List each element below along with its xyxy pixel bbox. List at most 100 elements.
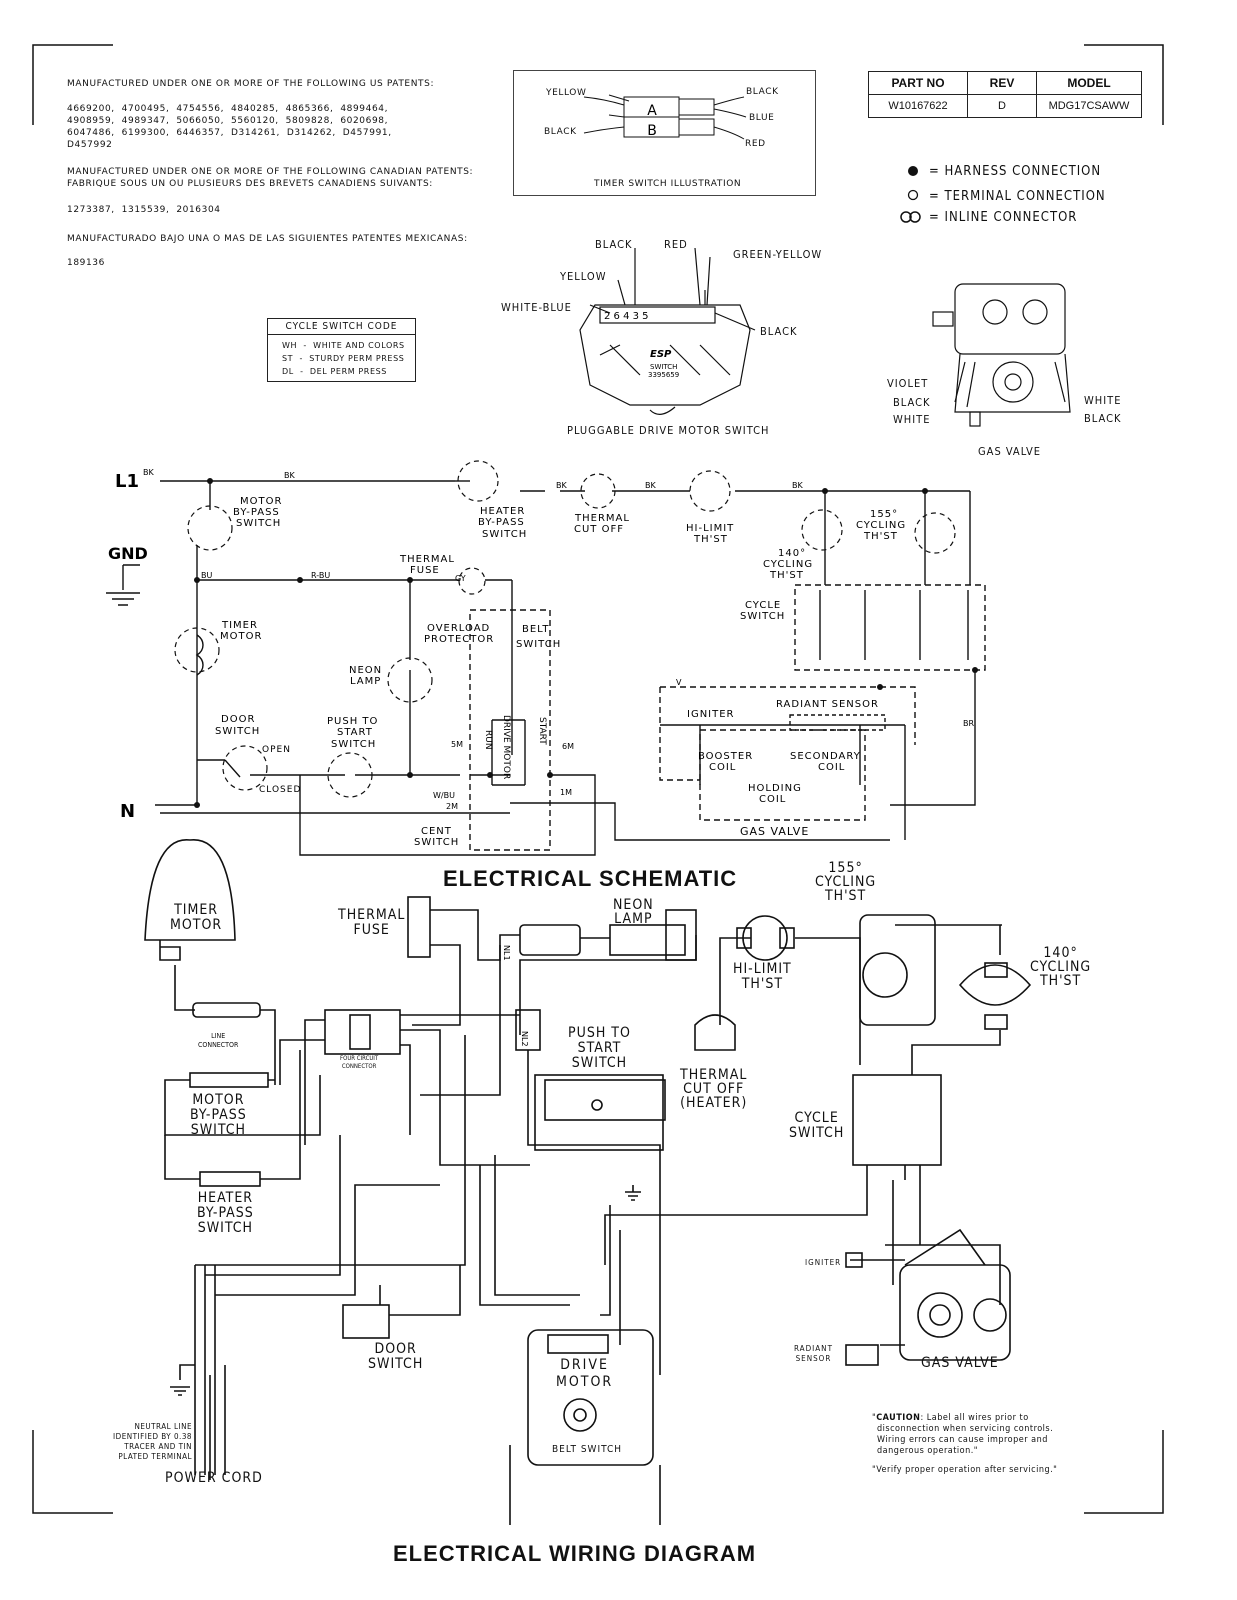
wire-bk: BK (645, 481, 656, 490)
dms-red: RED (664, 238, 688, 251)
model-value: MDG17CSAWW (1036, 94, 1142, 118)
wd-heater-bypass-3: SWITCH (197, 1220, 254, 1236)
wire-5m: 5M (451, 740, 463, 749)
timer-switch-drawing: A B (583, 94, 747, 140)
wd-neutral-line-1: NEUTRAL LINE (134, 1422, 192, 1431)
wire-2m: 2M (446, 802, 458, 811)
gv-black-right: BLACK (1084, 412, 1122, 425)
wd-four-circuit-2: CONNECTOR (341, 1063, 377, 1070)
verify-note: "Verify proper operation after servicing… (872, 1465, 1058, 1475)
timer-switch-a: A (647, 103, 657, 119)
schem-155-2: CYCLING (856, 520, 906, 531)
drive-motor-switch-illustration: ESP SWITCH 3395659 2 6 4 3 5 (579, 247, 756, 415)
gv-white-left: WHITE (893, 413, 931, 426)
wire-bu: BU (201, 571, 212, 580)
wd-neutral-line-4: PLATED TERMINAL (118, 1452, 192, 1461)
schem-push-start-3: SWITCH (331, 739, 376, 750)
schem-drive-motor: DRIVE MOTOR (501, 715, 511, 779)
wd-thermal-cutoff: THERMAL CUT OFF (HEATER) (680, 1068, 747, 1110)
inline-connector-icon (900, 211, 912, 223)
wire-bk: BK (284, 471, 295, 480)
terminal-connection-icon (907, 189, 919, 201)
wire-1m: 1M (560, 788, 572, 797)
wd-gas-valve: GAS VALVE (921, 1355, 999, 1371)
schem-heater-bypass-3: SWITCH (482, 529, 527, 540)
wd-cycling140: 140° CYCLING TH'ST (1030, 946, 1091, 988)
wd-push-to-start-3: SWITCH (571, 1055, 628, 1071)
schem-140-3: TH'ST (769, 570, 804, 581)
schem-heater-bypass-2: BY-PASS (478, 517, 525, 528)
schem-push-start-2: START (337, 727, 373, 738)
timer-switch-black-left: BLACK (544, 127, 577, 137)
timer-switch-red: RED (745, 139, 766, 149)
wd-cycling140-3: TH'ST (1039, 973, 1082, 989)
wd-neutral-line: NEUTRAL LINE IDENTIFIED BY 0.38 TRACER A… (72, 1422, 192, 1462)
wd-line-connector: LINE CONNECTOR (198, 1032, 238, 1050)
caution-line-4: dangerous operation." (877, 1446, 979, 1456)
wd-timer-motor-1: TIMER (174, 902, 219, 918)
gv-black-left: BLACK (893, 396, 931, 409)
schem-push-start-1: PUSH TO (327, 716, 378, 727)
wd-four-circuit-1: FOUR CIRCUIT (340, 1055, 379, 1062)
wd-heater-bypass: HEATER BY-PASS SWITCH (197, 1191, 254, 1236)
timer-switch-yellow: YELLOW (546, 88, 587, 98)
schem-thermal-fuse-2: FUSE (410, 565, 440, 576)
dms-black-right: BLACK (760, 325, 798, 338)
schem-hi-limit-2: TH'ST (693, 534, 728, 545)
schem-run: RUN (483, 730, 493, 750)
schem-cent-switch-1: CENT (421, 826, 452, 837)
wd-door-switch-1: DOOR (374, 1341, 417, 1357)
drive-switch-terminals: 2 6 4 3 5 (604, 311, 649, 322)
legend-symbols (900, 166, 921, 223)
schem-155-3: TH'ST (863, 531, 898, 542)
cycle-code-st: ST - STURDY PERM PRESS (282, 354, 405, 363)
wire-bk: BK (143, 468, 154, 477)
wd-four-circuit: FOUR CIRCUIT CONNECTOR (340, 1055, 378, 1071)
schem-motor-bypass-3: SWITCH (236, 518, 281, 529)
us-patents-heading: MANUFACTURED UNDER ONE OR MORE OF THE FO… (67, 79, 435, 89)
caution-line-1: : Label all wires prior to (920, 1413, 1029, 1423)
wd-door-switch-2: SWITCH (368, 1356, 424, 1372)
schem-155-1: 155° (870, 509, 898, 520)
schem-secondary-coil-2: COIL (818, 762, 845, 773)
schem-igniter: IGNITER (687, 709, 735, 720)
gv-caption: GAS VALVE (978, 445, 1042, 458)
schem-timer-motor-2: MOTOR (220, 631, 262, 642)
wire-bk: BK (792, 481, 803, 490)
schem-cycle-switch-1: CYCLE (745, 600, 781, 611)
wd-timer-motor: TIMER MOTOR (170, 903, 222, 933)
wd-push-to-start-1: PUSH TO (568, 1025, 631, 1041)
wd-neon-lamp-1: NEON (613, 897, 654, 913)
wire-br: BR (963, 719, 974, 728)
esp-switch-label: SWITCH (650, 363, 677, 371)
legend-terminal: = TERMINAL CONNECTION (929, 189, 1106, 204)
cycle-code-wh: WH - WHITE AND COLORS (282, 341, 405, 350)
wire-gy: GY (455, 574, 466, 583)
wd-neon-lamp: NEON LAMP (613, 898, 654, 926)
schem-thermal-cutoff-2: CUT OFF (574, 524, 624, 535)
wd-line-connector-1: LINE (211, 1032, 226, 1040)
wd-thermal-fuse-1: THERMAL (338, 907, 406, 923)
wd-thermal-fuse: THERMAL FUSE (338, 908, 405, 938)
us-patents-line: 4908959, 4989347, 5066050, 5560120, 5809… (67, 116, 389, 126)
wd-push-to-start-2: START (577, 1040, 622, 1056)
schem-l1: L1 (115, 471, 139, 492)
model-header: MODEL (1036, 71, 1142, 95)
cycle-switch-code-title: CYCLE SWITCH CODE (268, 319, 415, 335)
schem-secondary-coil-1: SECONDARY (790, 751, 861, 762)
wd-thermal-cutoff-3: (HEATER) (680, 1095, 748, 1111)
harness-connection-icon (908, 166, 918, 176)
wd-igniter: IGNITER (805, 1258, 842, 1267)
gas-valve-illustration (932, 283, 1071, 427)
wd-cycling155-3: TH'ST (824, 888, 867, 904)
wd-motor-bypass-2: BY-PASS (190, 1107, 247, 1123)
timer-switch-b: B (647, 123, 657, 139)
wd-door-switch: DOOR SWITCH (368, 1342, 423, 1372)
schem-heater-bypass-1: HEATER (480, 506, 525, 517)
wiring-diagram: NL1 NL2 (144, 839, 1032, 1525)
wd-cycling155: 155° CYCLING TH'ST (815, 861, 876, 903)
wd-neutral-line-3: TRACER AND TIN (124, 1442, 192, 1451)
schem-gnd: GND (108, 544, 148, 563)
rev-value: D (967, 94, 1037, 118)
mexico-patents-heading: MANUFACTURADO BAJO UNA O MAS DE LAS SIGU… (67, 234, 468, 244)
